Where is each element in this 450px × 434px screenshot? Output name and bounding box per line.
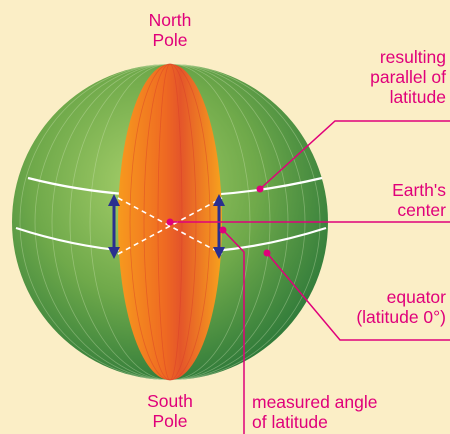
dashed-line-1: [117, 197, 223, 255]
dot-equator: [263, 249, 271, 257]
south-pole-label: South Pole: [147, 391, 193, 431]
leader-parallel: [259, 120, 450, 190]
leader-angle: [222, 229, 245, 434]
right-arrow: [213, 194, 225, 259]
leader-equator: [266, 252, 450, 341]
measured-angle-label: measured angle of latitude: [252, 392, 378, 432]
parallel-label: resulting parallel of latitude: [370, 47, 446, 107]
earth-center-label: Earth's center: [392, 180, 446, 220]
left-arrow: [108, 194, 120, 259]
dot-center: [166, 218, 174, 226]
dot-parallel: [256, 185, 264, 193]
equator-label: equator (latitude 0°): [356, 287, 446, 327]
dot-angle: [219, 226, 227, 234]
dashed-line-2: [117, 197, 223, 255]
north-pole-label: North Pole: [148, 10, 192, 50]
